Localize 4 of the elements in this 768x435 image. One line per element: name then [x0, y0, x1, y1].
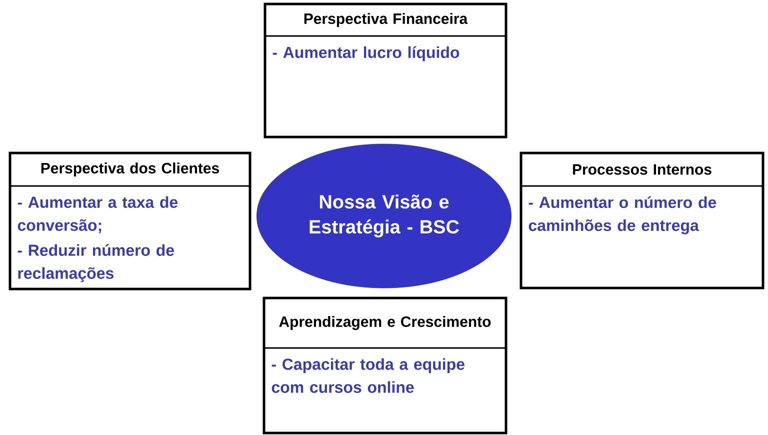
perspective-box: Perspectiva Financeira - Aumentar lucro líquido: [264, 2, 508, 138]
perspective-box: Aprendizagem e Crescimento - Capacitar toda a equipe com cursos online: [262, 296, 508, 434]
perspective-box: Processos Internos - Aumentar o número de caminhões de entrega: [520, 152, 764, 290]
perspective-box: Perspectiva dos Clientes - Aumentar a taxa de conversão; - Reduzir número de reclamações: [8, 152, 252, 290]
